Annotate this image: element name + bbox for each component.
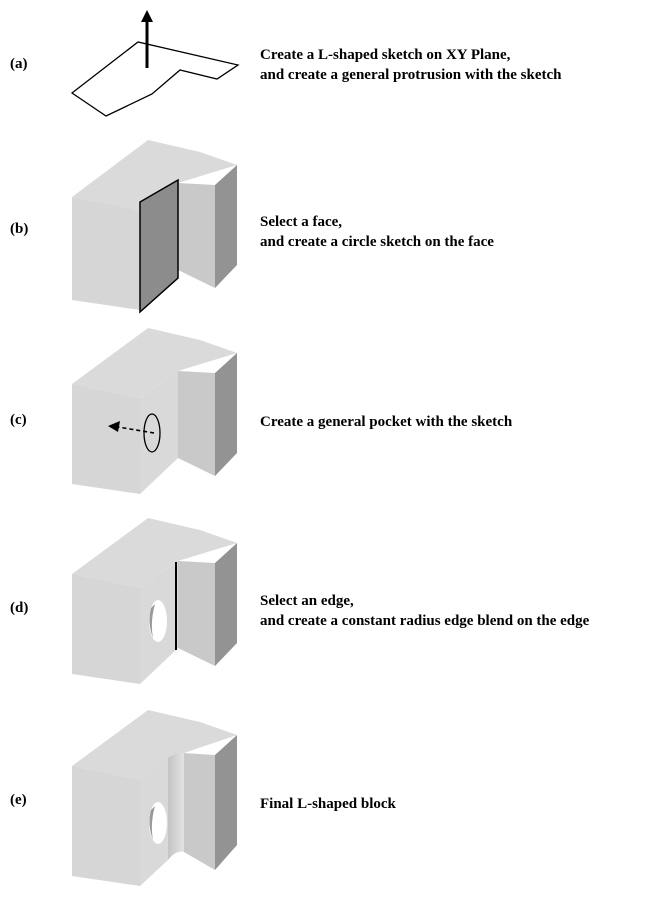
l-shaped-sketch-outline <box>70 41 240 117</box>
final-l-block-figure <box>72 710 237 886</box>
block-inner-wall <box>178 561 215 666</box>
step-c-label: (c) <box>10 412 27 428</box>
step-a-line-2: and create a general protrusion with the… <box>260 67 562 83</box>
arrow-head-icon <box>141 10 153 22</box>
step-a-label: (a) <box>10 56 28 72</box>
step-a-line-1: Create a L-shaped sketch on XY Plane, <box>260 47 511 63</box>
selected-face-highlight <box>139 178 179 314</box>
block-step-face <box>140 371 178 494</box>
block-front-face <box>72 384 140 494</box>
block-right-face <box>215 735 237 870</box>
block-front-face <box>72 197 140 310</box>
step-b-line-1: Select a face, <box>260 214 343 230</box>
block-top-face <box>72 710 237 780</box>
block-inner-wall <box>178 183 215 288</box>
step-e-label: (e) <box>10 792 27 808</box>
step-b-label: (b) <box>10 221 29 237</box>
step-c: (c) Create a general pocket with the ske… <box>0 328 654 498</box>
pocket-hole <box>149 802 167 844</box>
block-inner-wall <box>178 371 215 476</box>
blended-fillet-surface <box>168 752 184 860</box>
block-right-face <box>215 165 237 288</box>
l-block-pocket-figure <box>72 328 237 494</box>
step-d: (d) Select an edge, and create a constan… <box>0 518 654 693</box>
block-top-face <box>72 328 237 398</box>
pocket-hole-shadow <box>149 604 155 638</box>
block-top-face <box>72 518 237 588</box>
l-block-selected-face-figure <box>72 140 237 314</box>
l-block-edge-figure <box>72 518 237 684</box>
step-d-line-1: Select an edge, <box>260 593 354 609</box>
step-e-line-1: Final L-shaped block <box>260 796 396 812</box>
step-b-line-2: and create a circle sketch on the face <box>260 234 494 250</box>
step-d-label: (d) <box>10 600 29 616</box>
block-top-face <box>72 140 237 210</box>
arrow-head-icon <box>108 421 120 432</box>
l-shaped-sketch-figure <box>70 10 240 117</box>
block-front-face <box>72 574 140 684</box>
step-e: (e) Final L-shaped block <box>0 710 654 900</box>
step-b: (b) Select a face, and create a circle s… <box>0 140 654 320</box>
pocket-hole-shadow <box>149 806 155 840</box>
step-d-line-2: and create a constant radius edge blend … <box>260 613 590 629</box>
block-front-face <box>72 766 140 886</box>
pocket-hole <box>149 600 167 642</box>
block-right-face <box>215 353 237 476</box>
pocket-direction-arrow <box>117 426 155 434</box>
block-inner-wall <box>184 753 215 870</box>
circle-sketch <box>143 413 161 453</box>
block-right-face <box>215 543 237 666</box>
step-c-line-1: Create a general pocket with the sketch <box>260 414 513 430</box>
step-a: (a) Create a L-shaped sketch on XY Plane… <box>0 0 654 140</box>
